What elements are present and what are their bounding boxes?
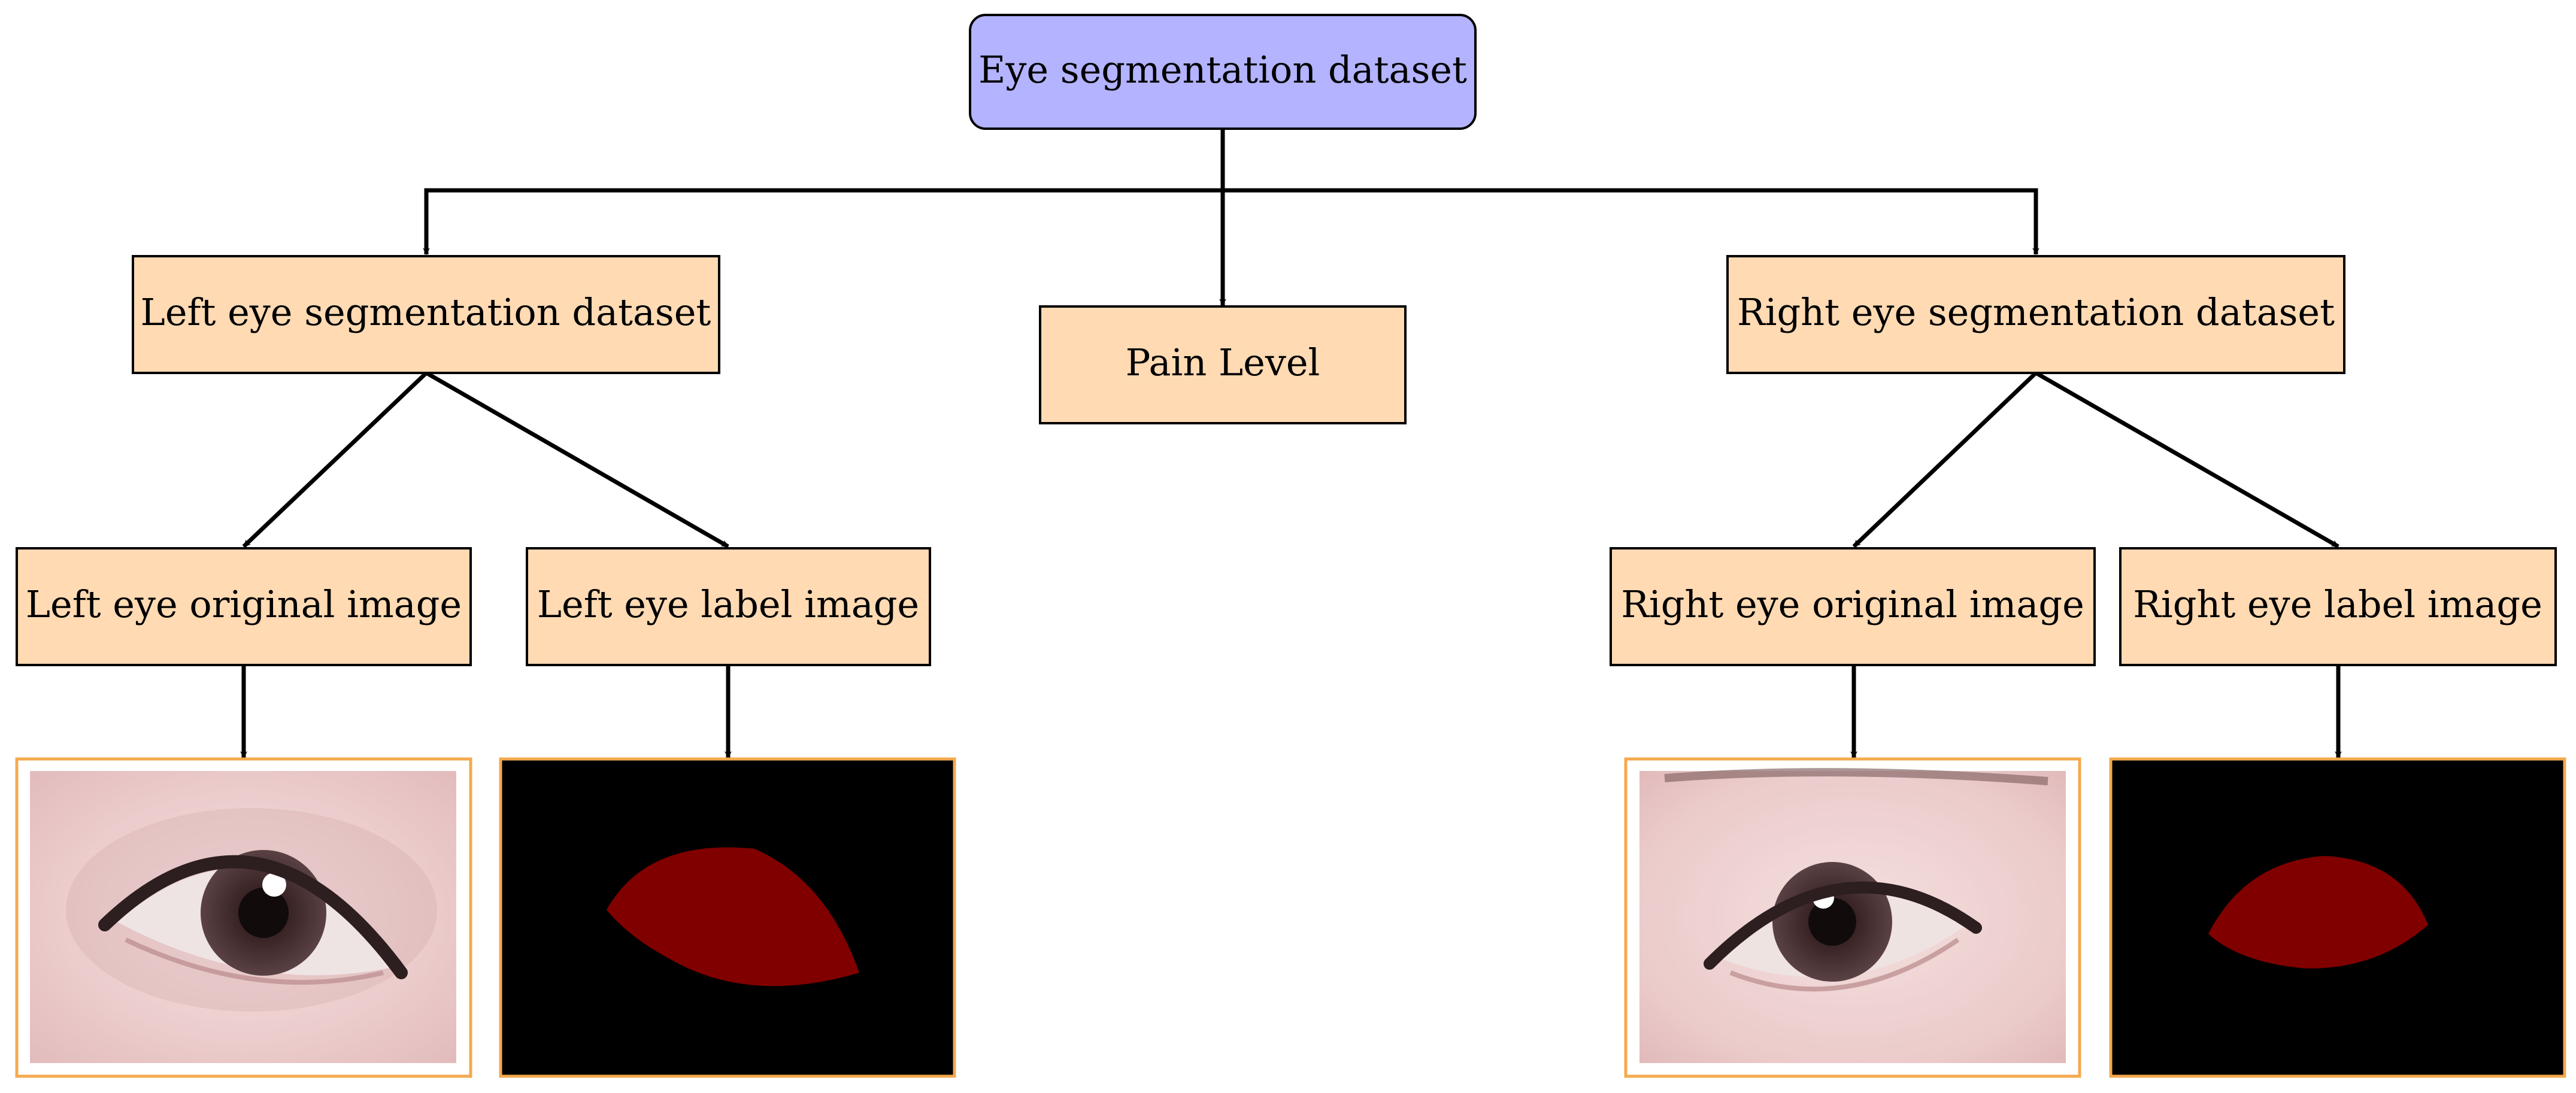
node-pain-level-label: Pain Level xyxy=(1126,341,1320,384)
left-original-photo xyxy=(15,757,472,1078)
node-right-dataset-label: Right eye segmentation dataset xyxy=(1737,290,2335,334)
node-left-label-label: Left eye label image xyxy=(537,582,919,626)
node-right-original: Right eye original image xyxy=(1610,547,2096,666)
node-left-label: Left eye label image xyxy=(526,547,931,666)
edge-right-dataset-right-original xyxy=(1852,371,2038,548)
node-left-original: Left eye original image xyxy=(16,547,472,666)
node-right-label: Right eye label image xyxy=(2119,547,2557,666)
edge-root-left-dataset xyxy=(423,129,1225,255)
node-root: Eye segmentation dataset xyxy=(969,14,1477,130)
node-right-dataset: Right eye segmentation dataset xyxy=(1726,255,2345,374)
edge-left-dataset-left-original xyxy=(242,371,428,548)
node-root-label: Eye segmentation dataset xyxy=(978,48,1467,92)
edge-left-dataset-left-label xyxy=(425,371,729,549)
right-original-photo xyxy=(1624,757,2081,1078)
right-label-mask xyxy=(2109,757,2566,1078)
node-right-label-label: Right eye label image xyxy=(2133,582,2542,626)
node-pain-level: Pain Level xyxy=(1039,305,1407,424)
node-right-original-label: Right eye original image xyxy=(1621,582,2084,626)
edge-root-right-dataset xyxy=(1223,188,2039,255)
node-left-original-label: Left eye original image xyxy=(26,582,462,626)
edges xyxy=(240,129,2342,758)
node-left-dataset: Left eye segmentation dataset xyxy=(132,255,720,374)
left-label-mask xyxy=(499,757,956,1078)
edge-right-dataset-right-label xyxy=(2035,371,2339,549)
node-left-dataset-label: Left eye segmentation dataset xyxy=(141,290,711,334)
